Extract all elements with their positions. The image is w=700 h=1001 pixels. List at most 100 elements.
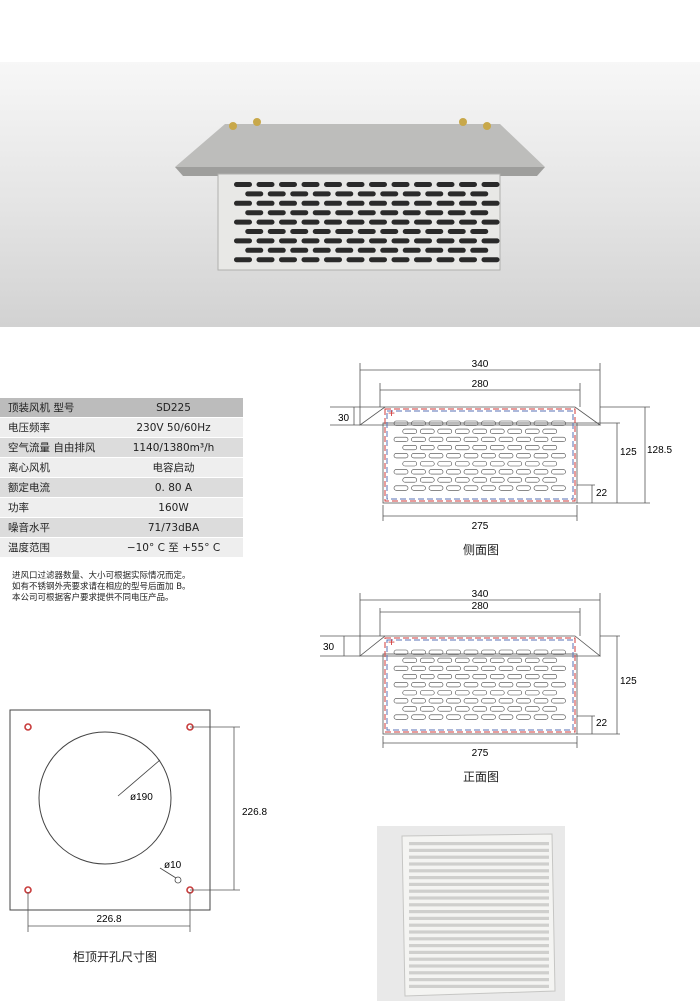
vent-slot bbox=[470, 210, 489, 216]
vent-slot bbox=[428, 682, 444, 688]
vent-slot bbox=[393, 420, 409, 426]
vent-slot bbox=[414, 200, 432, 206]
dim-lip: 30 bbox=[338, 413, 350, 424]
dim-bottom: 275 bbox=[472, 521, 489, 532]
vent-slot bbox=[472, 706, 488, 712]
vent-slot bbox=[369, 257, 387, 263]
vent-slot bbox=[542, 428, 558, 434]
vent-slot bbox=[411, 714, 426, 720]
vent-slot bbox=[436, 257, 455, 263]
vent-slot bbox=[402, 445, 418, 451]
vent-slot bbox=[507, 477, 523, 483]
vent-slot bbox=[437, 657, 453, 663]
louver bbox=[409, 855, 549, 859]
vent-slot bbox=[324, 200, 342, 206]
vent-slot bbox=[481, 436, 496, 442]
vent-slot bbox=[446, 453, 461, 459]
vent-slot bbox=[290, 247, 309, 253]
vent-slot bbox=[533, 698, 549, 704]
vent-slot bbox=[245, 229, 264, 234]
vent-slot bbox=[542, 657, 558, 663]
vent-slot bbox=[402, 461, 418, 467]
vent-slot bbox=[402, 674, 418, 680]
vent-slot bbox=[472, 690, 488, 696]
vent-slot bbox=[393, 714, 409, 720]
vent-slot bbox=[419, 461, 435, 467]
vent-slot bbox=[498, 714, 514, 720]
vent-slot bbox=[524, 445, 540, 451]
vent-slot bbox=[463, 649, 479, 655]
vent-slot bbox=[481, 485, 496, 491]
cutout-caption: 柜顶开孔尺寸图 bbox=[72, 950, 157, 964]
vent-slot bbox=[436, 238, 455, 244]
vent-slot bbox=[425, 229, 444, 234]
vent-slot bbox=[498, 649, 514, 655]
vent-slot bbox=[411, 485, 426, 491]
vent-slot bbox=[516, 469, 531, 475]
vent-slot bbox=[402, 657, 418, 663]
vent-slot bbox=[507, 674, 523, 680]
vent-slot bbox=[498, 436, 514, 442]
vent-slot bbox=[411, 436, 426, 442]
vent-slot bbox=[454, 690, 470, 696]
front-view-caption: 正面图 bbox=[462, 770, 499, 784]
dim-overall: 340 bbox=[472, 359, 489, 370]
louver bbox=[409, 896, 549, 900]
vent-slot bbox=[481, 649, 496, 655]
vent-slot bbox=[234, 219, 252, 225]
vent-slot bbox=[447, 210, 466, 216]
dashed-outline bbox=[386, 639, 574, 731]
vent-slot bbox=[437, 706, 453, 712]
vent-slot bbox=[524, 428, 540, 434]
vent-slot bbox=[551, 420, 566, 426]
vent-slot bbox=[507, 445, 523, 451]
spec-value: 230V 50/60Hz bbox=[104, 417, 243, 438]
vent-slot bbox=[393, 682, 409, 688]
vent-slot bbox=[472, 657, 488, 663]
louver bbox=[409, 971, 549, 975]
vent-slot bbox=[516, 649, 531, 655]
vent-slot bbox=[463, 485, 479, 491]
louver bbox=[409, 889, 549, 893]
vent-slot bbox=[436, 219, 455, 225]
louver bbox=[409, 923, 549, 927]
vent-slot bbox=[447, 229, 466, 234]
vent-slot bbox=[551, 649, 566, 655]
vent-slot bbox=[428, 420, 444, 426]
louver bbox=[409, 978, 549, 982]
vent-slot bbox=[346, 219, 365, 225]
vent-slots bbox=[393, 420, 566, 491]
vent-slot bbox=[447, 191, 466, 197]
vent-slot bbox=[436, 182, 455, 187]
vent-slot bbox=[428, 698, 444, 704]
vent-slot bbox=[290, 191, 309, 197]
vent-slot bbox=[472, 674, 488, 680]
vent-slot bbox=[463, 682, 479, 688]
vent-slot bbox=[454, 657, 470, 663]
louver bbox=[409, 876, 549, 880]
vent-slot bbox=[533, 469, 549, 475]
vent-slot bbox=[447, 247, 466, 253]
louver bbox=[409, 950, 549, 954]
spec-key: 额定电流 bbox=[0, 477, 104, 498]
vent-slot bbox=[551, 436, 566, 442]
dim-top: 280 bbox=[472, 379, 489, 390]
dashed-outline bbox=[384, 637, 576, 733]
vent-slot bbox=[436, 200, 455, 206]
vent-slot bbox=[454, 445, 470, 451]
vent-slot bbox=[551, 453, 566, 459]
vent-slot bbox=[335, 229, 354, 234]
vent-slot bbox=[346, 182, 365, 187]
vent-slot bbox=[414, 257, 432, 263]
vent-slot bbox=[454, 477, 470, 483]
vent-slot bbox=[524, 706, 540, 712]
louver bbox=[409, 957, 549, 961]
vent-slot bbox=[481, 257, 500, 263]
vent-slot bbox=[425, 210, 444, 216]
screw-icon bbox=[229, 122, 237, 130]
vent-slot bbox=[391, 182, 410, 187]
vent-slot bbox=[301, 182, 320, 187]
note-line: 进风口过滤器数量、大小可根据实际情况而定。 bbox=[12, 571, 191, 581]
vent-slot bbox=[393, 698, 409, 704]
